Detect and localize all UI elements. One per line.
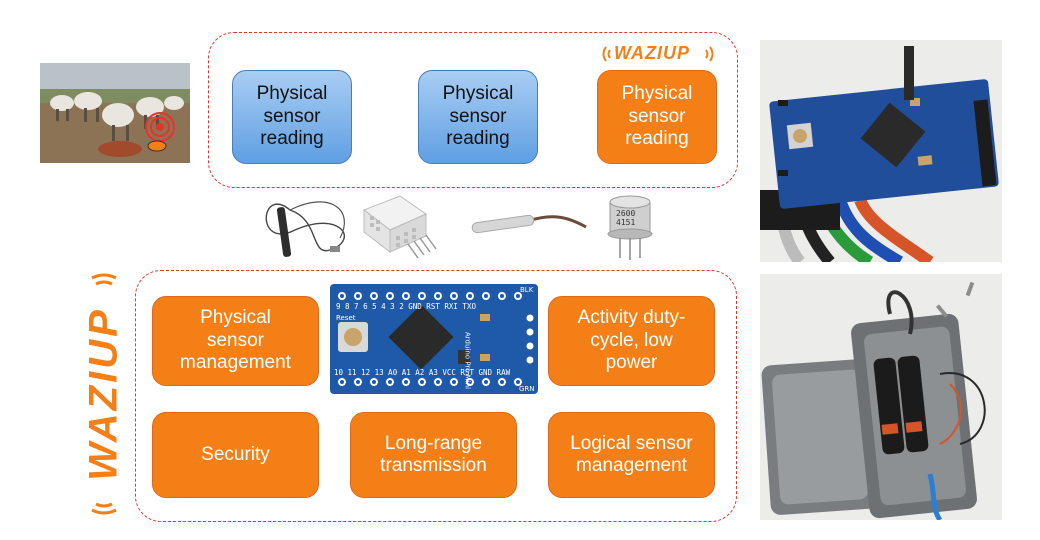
box-label: Physical sensor management	[180, 307, 291, 374]
waziup-vertical-logo-text: WAZIUP	[81, 307, 126, 481]
board-with-wires-photo	[760, 40, 1002, 262]
box-label: Physical sensor reading	[256, 83, 328, 150]
box-label: Logical sensor management	[570, 432, 693, 476]
enclosure-box-photo	[760, 274, 1002, 520]
long-range-transmission-box: Long-range transmission	[350, 412, 517, 498]
physical-sensor-reading-box-3: Physical sensor reading	[597, 70, 717, 164]
gas-sensor-label: 2600 4151	[616, 209, 636, 227]
box-label: Physical sensor reading	[442, 83, 514, 150]
box-label: Activity duty- cycle, low power	[577, 307, 686, 374]
node-capabilities-panel	[135, 270, 737, 522]
physical-sensor-reading-box-2: Physical sensor reading	[418, 70, 538, 164]
board-top-pins: 9 8 7 6 5 4 3 2 GND RST RXI TXO	[336, 302, 476, 311]
waziup-vertical-logo: WAZIUP	[74, 272, 134, 516]
security-box: Security	[152, 412, 319, 498]
waziup-logo-text: WAZIUP	[614, 43, 690, 63]
board-reset-label: Reset	[336, 314, 356, 322]
board-blk-label: BLK	[520, 286, 534, 294]
box-label: Physical sensor reading	[621, 83, 693, 150]
board-side-text: Arduino Pro Mini	[463, 332, 472, 390]
activity-duty-cycle-box: Activity duty- cycle, low power	[548, 296, 715, 386]
temperature-probe-sensor	[468, 203, 588, 243]
box-label: Long-range transmission	[380, 432, 487, 476]
waziup-logo: WAZIUP	[600, 42, 716, 66]
physical-sensor-management-box: Physical sensor management	[152, 296, 319, 386]
sensor-reading-panel	[208, 32, 738, 188]
gas-sensor: 2600 4151	[602, 190, 658, 262]
board-bottom-pins: 10 11 12 13 A0 A1 A2 A3 VCC RST GND RAW	[334, 368, 511, 377]
cattle-photo	[40, 63, 190, 163]
arduino-pro-mini-board: 9 8 7 6 5 4 3 2 GND RST RXI TXO 10 11 12…	[330, 284, 538, 394]
ph-probe-sensor	[250, 190, 360, 262]
physical-sensor-reading-box-1: Physical sensor reading	[232, 70, 352, 164]
board-grn-label: GRN	[519, 385, 535, 393]
dht22-sensor	[356, 192, 442, 262]
logical-sensor-management-box: Logical sensor management	[548, 412, 715, 498]
box-label: Security	[201, 443, 270, 465]
